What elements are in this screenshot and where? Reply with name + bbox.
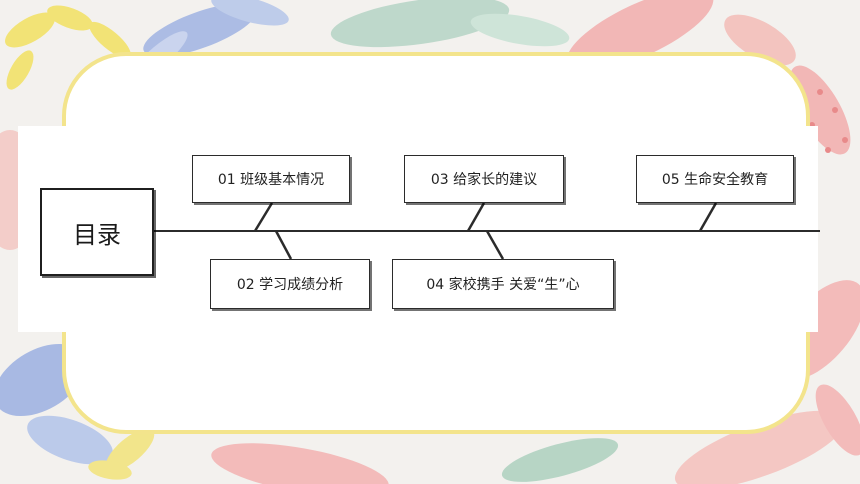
yellow-leaves-top-left: [5, 5, 131, 90]
toc-item-05[interactable]: 05 生命安全教育: [636, 155, 794, 203]
pink-leaves-top-right: [566, 0, 851, 155]
toc-title: 目录: [40, 188, 154, 276]
toc-item-03[interactable]: 03 给家长的建议: [404, 155, 564, 203]
toc-item-04[interactable]: 04 家校携手 关爱“生”心: [392, 259, 614, 309]
green-leaves-top: [330, 0, 570, 48]
connector-05: [698, 202, 718, 232]
toc-item-01[interactable]: 01 班级基本情况: [192, 155, 350, 203]
connector-02: [274, 230, 293, 260]
connector-03: [466, 202, 486, 232]
toc-item-02[interactable]: 02 学习成绩分析: [210, 259, 370, 309]
connector-04: [485, 230, 505, 260]
leaves-bottom: [211, 280, 860, 484]
connector-01: [253, 202, 274, 232]
